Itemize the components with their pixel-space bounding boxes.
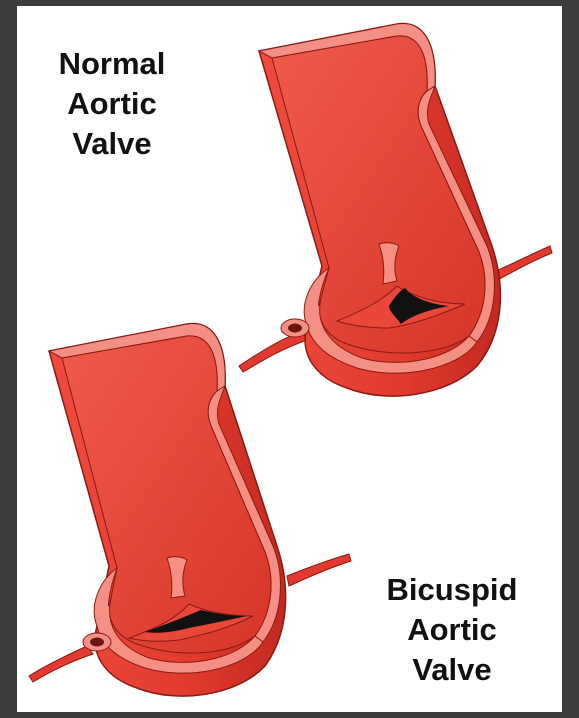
bicuspid-coronary-artery-right bbox=[287, 554, 351, 586]
bicuspid-caption-line-1: Bicuspid bbox=[352, 570, 552, 610]
bicuspid-valve-caption: Bicuspid Aortic Valve bbox=[352, 570, 552, 690]
normal-caption-line-1: Normal bbox=[17, 44, 207, 84]
diagram-panel: Normal Aortic Valve Bicuspid Aortic Valv… bbox=[17, 6, 562, 712]
normal-caption-line-3: Valve bbox=[17, 124, 207, 164]
normal-caption-line-2: Aortic bbox=[17, 84, 207, 124]
bicuspid-caption-line-3: Valve bbox=[352, 650, 552, 690]
normal-valve-caption: Normal Aortic Valve bbox=[17, 44, 207, 164]
normal-valve-illustration bbox=[239, 24, 552, 397]
bicuspid-coronary-artery-left bbox=[29, 646, 93, 682]
bicuspid-valve-illustration bbox=[29, 324, 351, 697]
bicuspid-caption-line-2: Aortic bbox=[352, 610, 552, 650]
